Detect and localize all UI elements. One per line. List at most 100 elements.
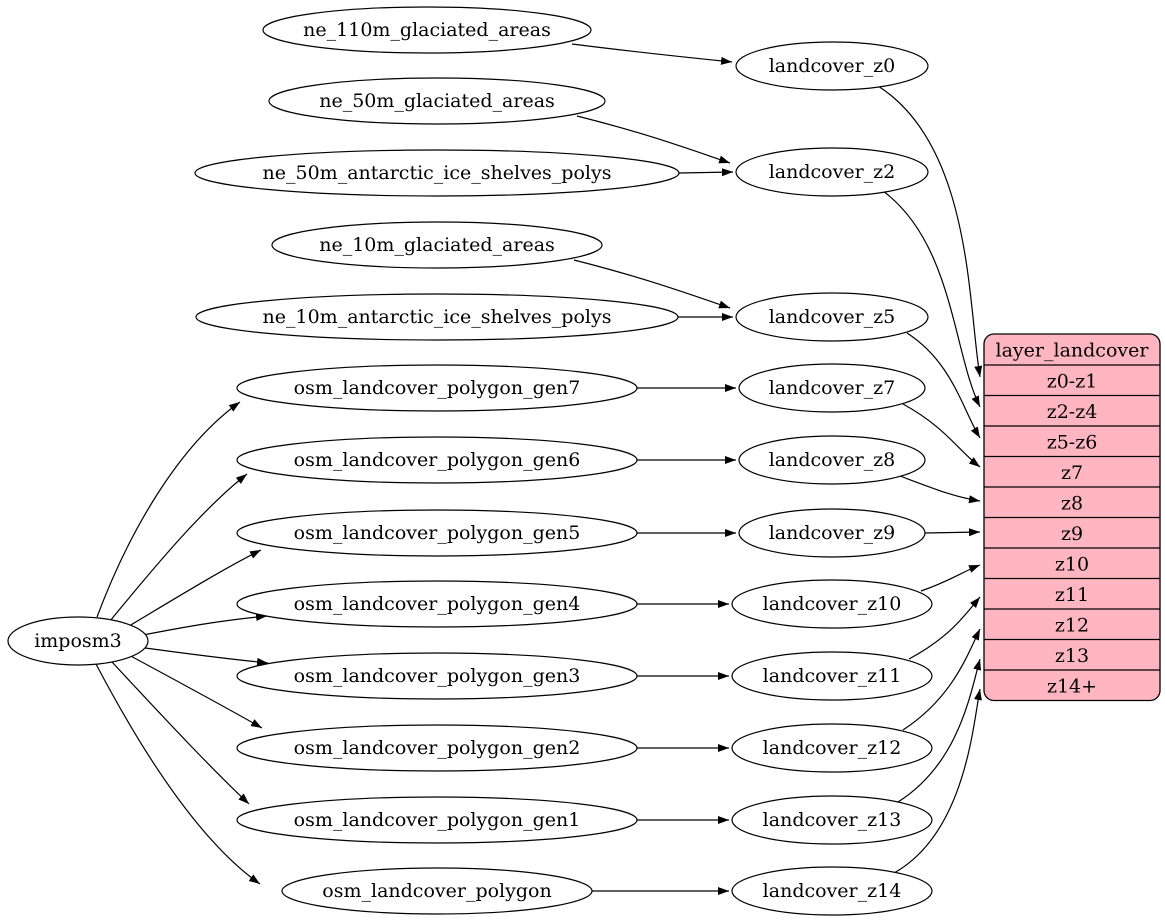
- edge-landcover_z12-layer_landcover:z12: [902, 628, 981, 731]
- osm_landcover_polygon_gen7-label: osm_landcover_polygon_gen7: [294, 377, 581, 399]
- landcover_z2-label: landcover_z2: [769, 161, 896, 183]
- record-row-z0-z1: z0-z1: [1047, 370, 1098, 392]
- landcover_z5-shape: [735, 292, 929, 342]
- edge-landcover_z7-layer_landcover:z7: [902, 403, 981, 468]
- node-ne_10m_antarctic_ice_shelves_polys: ne_10m_antarctic_ice_shelves_polys: [195, 293, 679, 341]
- node-ne_50m_antarctic_ice_shelves_polys: ne_50m_antarctic_ice_shelves_polys: [194, 149, 680, 197]
- edge-landcover_z8-layer_landcover:z8: [899, 475, 981, 504]
- edge-imposm3-osm_landcover_polygon_gen1: [111, 661, 250, 805]
- ne_50m_antarctic_ice_shelves_polys-shape: [194, 149, 680, 197]
- node-landcover_z5: landcover_z5: [735, 292, 929, 342]
- edge-landcover_z11-layer_landcover:z11: [908, 596, 981, 660]
- edge-landcover_z9-layer_landcover:z9: [924, 528, 981, 537]
- edge-imposm3-osm_landcover_polygon_gen2: [126, 653, 263, 729]
- edge-landcover_z2-layer_landcover:z2-z4: [882, 190, 981, 408]
- edge-imposm3-osm_landcover_polygon: [95, 663, 261, 885]
- osm_landcover_polygon_gen2-shape: [236, 724, 638, 772]
- ne_10m_glaciated_areas-shape: [271, 221, 603, 269]
- landcover_z2-shape: [735, 147, 929, 197]
- node-landcover_z11: landcover_z11: [731, 651, 933, 701]
- node-imposm3: imposm3: [7, 616, 149, 666]
- edge-imposm3-osm_landcover_polygon_gen5: [123, 549, 262, 630]
- node-landcover_z7: landcover_z7: [738, 363, 926, 413]
- record-row-z14+: z14+: [1047, 675, 1097, 697]
- node-osm_landcover_polygon_gen5: osm_landcover_polygon_gen5: [236, 509, 638, 557]
- osm_landcover_polygon_gen4-shape: [236, 580, 638, 628]
- landcover_z12-shape: [731, 723, 933, 773]
- node-osm_landcover_polygon_gen6: osm_landcover_polygon_gen6: [236, 436, 638, 484]
- osm_landcover_polygon_gen3-label: osm_landcover_polygon_gen3: [294, 665, 581, 687]
- osm_landcover_polygon_gen6-label: osm_landcover_polygon_gen6: [294, 449, 581, 471]
- osm_landcover_polygon_gen1-shape: [236, 796, 638, 844]
- osm_landcover_polygon-label: osm_landcover_polygon: [322, 880, 551, 902]
- landcover_z9-shape: [738, 508, 926, 558]
- record-row-z9: z9: [1061, 523, 1083, 545]
- landcover_z5-label: landcover_z5: [769, 306, 896, 328]
- landcover_z7-shape: [738, 363, 926, 413]
- edge-landcover_z0-layer_landcover:z0-z1: [877, 85, 983, 378]
- node-osm_landcover_polygon_gen4: osm_landcover_polygon_gen4: [236, 580, 638, 628]
- landcover_z11-label: landcover_z11: [763, 665, 902, 687]
- imposm3-label: imposm3: [34, 630, 122, 652]
- record-row-z2-z4: z2-z4: [1047, 401, 1098, 423]
- node-osm_landcover_polygon_gen1: osm_landcover_polygon_gen1: [236, 796, 638, 844]
- ne_50m_glaciated_areas-label: ne_50m_glaciated_areas: [319, 90, 555, 112]
- edge-imposm3-osm_landcover_polygon_gen7: [96, 401, 241, 618]
- ne_110m_glaciated_areas-shape: [262, 6, 592, 54]
- osm_landcover_polygon_gen6-shape: [236, 436, 638, 484]
- record-row-z8: z8: [1061, 492, 1083, 514]
- landcover_z0-shape: [735, 41, 929, 91]
- node-osm_landcover_polygon_gen3: osm_landcover_polygon_gen3: [236, 652, 638, 700]
- landcover_z14-shape: [731, 866, 933, 916]
- node-ne_50m_glaciated_areas: ne_50m_glaciated_areas: [268, 77, 606, 125]
- ne_10m_glaciated_areas-label: ne_10m_glaciated_areas: [319, 234, 555, 256]
- node-osm_landcover_polygon: osm_landcover_polygon: [281, 867, 593, 915]
- osm_landcover_polygon_gen2-label: osm_landcover_polygon_gen2: [294, 737, 581, 759]
- node-ne_110m_glaciated_areas: ne_110m_glaciated_areas: [262, 6, 592, 54]
- landcover_z14-label: landcover_z14: [763, 880, 902, 902]
- record-header-label: layer_landcover: [996, 340, 1150, 362]
- landcover_z8-label: landcover_z8: [769, 449, 896, 471]
- edge-landcover_z5-layer_landcover:z5-z6: [906, 332, 981, 439]
- landcover_z0-label: landcover_z0: [769, 55, 896, 77]
- osm_landcover_polygon_gen4-label: osm_landcover_polygon_gen4: [294, 593, 581, 615]
- osm_landcover_polygon_gen7-shape: [236, 364, 638, 412]
- landcover_z13-label: landcover_z13: [763, 809, 902, 831]
- edge-ne_110m_glaciated_areas-landcover_z0: [571, 43, 733, 65]
- ne_50m_glaciated_areas-shape: [268, 77, 606, 125]
- landcover_z10-label: landcover_z10: [763, 593, 902, 615]
- edge-imposm3-osm_landcover_polygon_gen6: [109, 473, 248, 622]
- edge-imposm3-osm_landcover_polygon_gen4: [137, 613, 268, 637]
- landcover_z10-shape: [731, 579, 933, 629]
- osm_landcover_polygon-shape: [281, 867, 593, 915]
- record-row-z10: z10: [1055, 553, 1089, 575]
- record-row-z12: z12: [1055, 614, 1089, 636]
- osm_landcover_polygon_gen5-shape: [236, 509, 638, 557]
- node-landcover_z2: landcover_z2: [735, 147, 929, 197]
- ne_10m_antarctic_ice_shelves_polys-label: ne_10m_antarctic_ice_shelves_polys: [263, 306, 612, 328]
- edge-landcover_z13-layer_landcover:z13: [897, 658, 981, 803]
- edge-ne_10m_glaciated_areas-landcover_z5: [573, 259, 731, 309]
- record-row-z5-z6: z5-z6: [1047, 431, 1098, 453]
- node-landcover_z12: landcover_z12: [731, 723, 933, 773]
- edge-ne_50m_antarctic_ice_shelves_polys-landcover_z2: [678, 168, 734, 177]
- record-row-z13: z13: [1055, 645, 1089, 667]
- osm_landcover_polygon_gen3-shape: [236, 652, 638, 700]
- ne_10m_antarctic_ice_shelves_polys-shape: [195, 293, 679, 341]
- record-row-z11: z11: [1055, 584, 1089, 606]
- node-landcover_z13: landcover_z13: [731, 795, 933, 845]
- record-layer_landcover: layer_landcoverz0-z1z2-z4z5-z6z7z8z9z10z…: [983, 333, 1161, 702]
- edge-ne_50m_glaciated_areas-landcover_z2: [576, 115, 731, 164]
- node-landcover_z9: landcover_z9: [738, 508, 926, 558]
- ne_50m_antarctic_ice_shelves_polys-label: ne_50m_antarctic_ice_shelves_polys: [263, 162, 612, 184]
- node-osm_landcover_polygon_gen7: osm_landcover_polygon_gen7: [236, 364, 638, 412]
- osm_landcover_polygon_gen5-label: osm_landcover_polygon_gen5: [294, 522, 581, 544]
- landcover_z11-shape: [731, 651, 933, 701]
- node-landcover_z14: landcover_z14: [731, 866, 933, 916]
- node-landcover_z10: landcover_z10: [731, 579, 933, 629]
- landcover_z9-label: landcover_z9: [769, 522, 896, 544]
- node-landcover_z0: landcover_z0: [735, 41, 929, 91]
- landcover_z13-shape: [731, 795, 933, 845]
